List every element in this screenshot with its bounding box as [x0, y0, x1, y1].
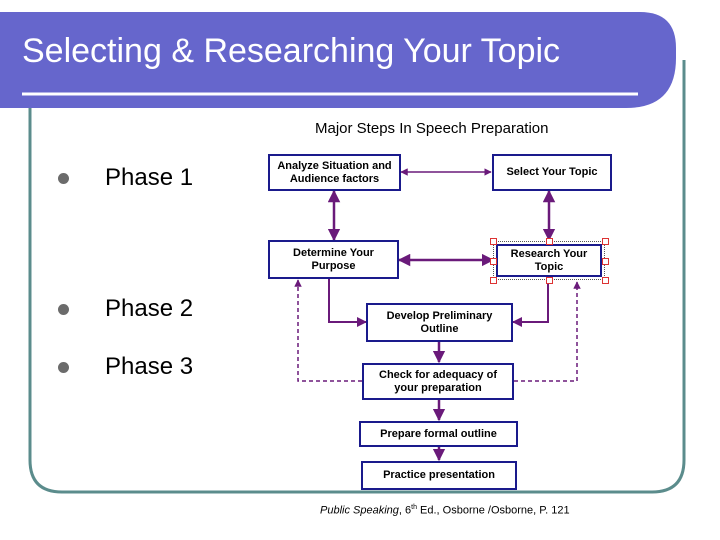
node-label: Develop Preliminary Outline — [386, 309, 493, 335]
node-label: Research Your Topic — [510, 247, 588, 273]
resize-handle-icon[interactable] — [602, 277, 609, 284]
content-frame — [28, 60, 686, 494]
bullet-text: Phase 3 — [105, 353, 194, 380]
node-determine-purpose: Determine Your Purpose — [268, 240, 399, 279]
node-label: Prepare formal outline — [380, 427, 497, 440]
node-practice-presentation: Practice presentation — [361, 461, 517, 490]
arrow-check-determine-dashed — [294, 279, 362, 382]
slide-title: Selecting & Researching Your Topic — [22, 32, 561, 70]
resize-handle-icon[interactable] — [490, 258, 497, 265]
node-check-adequacy: Check for adequacy of your preparation — [362, 363, 514, 400]
arrow-check-research-dashed — [514, 281, 581, 382]
bullet-text: Phase 1 — [105, 164, 194, 191]
citation: Public Speaking, 6th Ed., Osborne /Osbor… — [320, 504, 570, 517]
resize-handle-icon[interactable] — [546, 277, 553, 284]
node-label: Practice presentation — [383, 469, 495, 481]
node-label: Check for adequacy of your preparation — [379, 368, 497, 394]
bullet-dot-icon — [58, 173, 69, 184]
resize-handle-icon[interactable] — [546, 238, 553, 245]
citation-edition-suffix: th — [411, 504, 417, 511]
arrow-determine-develop — [328, 279, 367, 327]
node-prepare-outline: Prepare formal outline — [359, 421, 518, 447]
node-analyze-situation: Analyze Situation and Audience factors — [268, 154, 401, 191]
citation-work: Public Speaking — [320, 504, 399, 517]
citation-edition: , 6 — [398, 504, 412, 517]
bullet-dot-icon — [58, 362, 69, 373]
node-select-topic: Select Your Topic — [492, 154, 612, 191]
title-banner — [0, 12, 676, 108]
node-label: Determine Your Purpose — [293, 246, 374, 272]
bullet-text: Phase 2 — [105, 295, 194, 322]
node-label: Select Your Topic — [506, 166, 598, 178]
resize-handle-icon[interactable] — [602, 258, 609, 265]
bullet-dot-icon — [58, 304, 69, 315]
resize-handle-icon[interactable] — [490, 238, 497, 245]
resize-handle-icon[interactable] — [490, 277, 497, 284]
diagram-title: Major Steps In Speech Preparation — [315, 120, 549, 137]
citation-rest: Ed., Osborne /Osborne, P. 121 — [416, 504, 570, 517]
arrow-research-develop — [512, 280, 549, 327]
node-research-topic[interactable]: Research Your Topic — [493, 241, 605, 280]
node-label: Analyze Situation and Audience factors — [277, 159, 392, 185]
resize-handle-icon[interactable] — [602, 238, 609, 245]
node-develop-outline: Develop Preliminary Outline — [366, 303, 513, 342]
